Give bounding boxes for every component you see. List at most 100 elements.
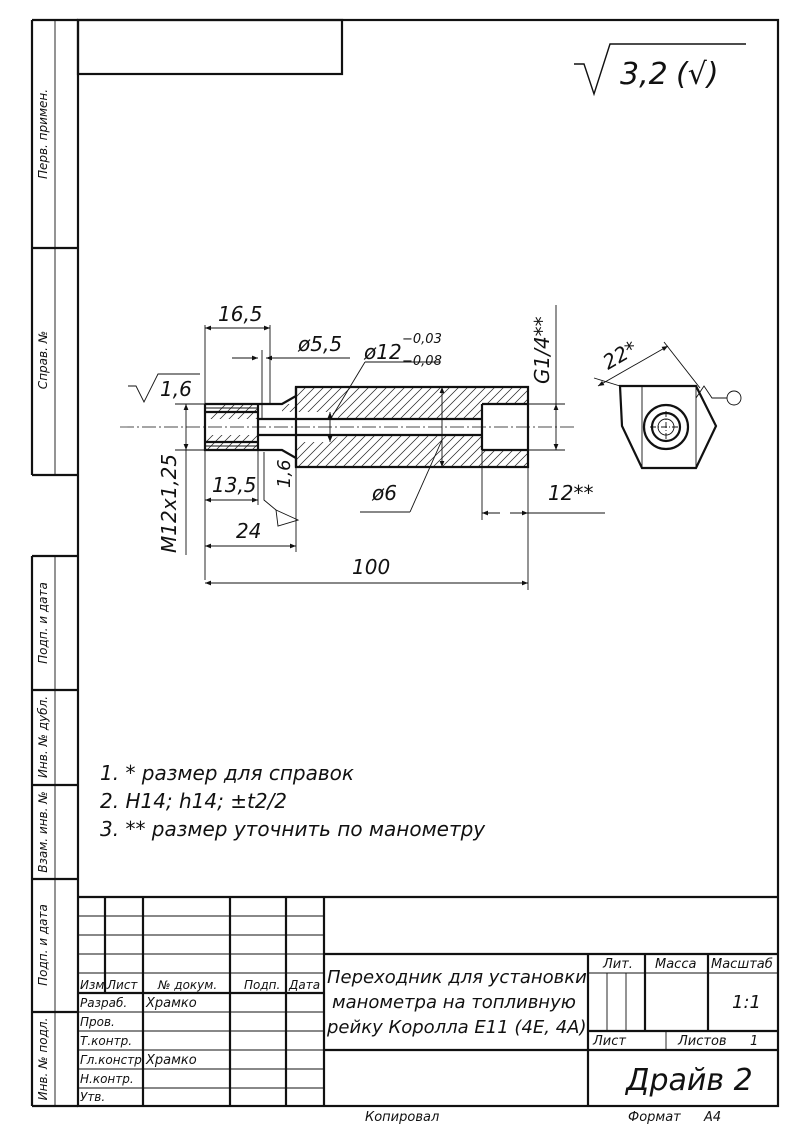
dim-12: 12**: [548, 481, 593, 505]
section-hatch-line: [374, 435, 476, 467]
section-hatch-line: [428, 435, 528, 467]
dim-phi-12-lower: −0,08: [402, 354, 442, 369]
section-hatch-line: [546, 380, 646, 480]
footer-format-value: A4: [703, 1110, 721, 1125]
section-hatch-line: [546, 380, 646, 480]
section-hatch-line: [266, 387, 368, 419]
tb-sheet-label: Лист: [592, 1034, 626, 1049]
section-hatch-line: [437, 435, 528, 467]
section-hatch-line: [221, 387, 323, 419]
roughness-local-value: 1,6: [160, 377, 192, 401]
section-hatch-line: [383, 435, 485, 467]
section-hatch-line: [347, 435, 449, 467]
section-hatch-line: [537, 380, 637, 480]
section-hatch-line: [446, 435, 528, 467]
dim-16-5: 16,5: [218, 302, 263, 326]
tb-massa: Масса: [655, 957, 696, 972]
footer-kopiroval: Копировал: [365, 1110, 439, 1125]
section-hatch-line: [320, 435, 422, 467]
roughness-general-suffix: (√): [676, 57, 719, 92]
section-hatch-line: [582, 380, 682, 480]
section-hatch-line: [509, 435, 528, 467]
section-hatch-line: [564, 380, 664, 480]
section-hatch-line: [419, 387, 521, 419]
section-hatch-line: [564, 380, 664, 480]
section-hatch-line: [401, 435, 503, 467]
section-hatch-line: [491, 435, 528, 467]
section-hatch-line: [482, 435, 528, 467]
tb-row-nkontr: Н.контр.: [80, 1072, 134, 1086]
tb-scale-value: 1:1: [732, 992, 761, 1013]
tb-col-izm: Изм.: [80, 978, 108, 992]
section-hatch-line: [455, 435, 528, 467]
section-hatch-line: [293, 435, 395, 467]
section-hatch-line: [428, 387, 528, 419]
section-hatch-line: [257, 387, 359, 419]
section-hatch-line: [356, 435, 458, 467]
tb-lit: Лит.: [602, 957, 633, 972]
section-hatch-line: [239, 387, 341, 419]
roughness-general: 3,2 (√): [574, 43, 746, 97]
section-hatch-line: [618, 380, 718, 480]
section-hatch-line: [518, 435, 528, 467]
sheet-footer: Копировал Формат A4: [365, 1110, 721, 1125]
side-label-inv-dubl: Инв. № дубл.: [36, 696, 50, 778]
side-label-perv-primen: Перв. примен.: [36, 89, 50, 179]
footer-format-label: Формат: [628, 1110, 681, 1125]
dim-100: 100: [352, 555, 390, 579]
side-label-vzam-inv: Взам. инв. №: [36, 791, 50, 872]
outer-frame: [76, 18, 780, 1108]
section-hatch-line: [618, 380, 718, 480]
dim-phi-12: ø12: [363, 340, 402, 364]
tb-glkonstr-name: Храмко: [145, 1053, 197, 1068]
dim-phi-5-5: ø5,5: [297, 332, 342, 356]
tb-col-no-dokum: № докум.: [157, 978, 217, 992]
section-hatch-line: [419, 435, 521, 467]
section-hatch-line: [284, 387, 386, 419]
section-hatch-line: [347, 387, 449, 419]
note-3: 3. ** размер уточнить по манометру: [100, 817, 486, 841]
side-label-podp-data-1: Подп. и дата: [36, 582, 50, 664]
section-hatch-line: [401, 387, 503, 419]
section-hatch-line: [410, 387, 512, 419]
section-hatch-line: [302, 387, 404, 419]
tb-title-line3: рейку Королла E11 (4E, 4A): [326, 1017, 587, 1038]
tb-row-razrab: Разраб.: [80, 996, 127, 1010]
tb-col-data: Дата: [288, 978, 320, 992]
section-hatch-line: [383, 387, 485, 419]
section-hatch-line: [248, 387, 350, 419]
section-hatch-line: [230, 387, 332, 419]
section-hatch-line: [293, 387, 395, 419]
dim-24: 24: [236, 519, 261, 543]
side-strip: Перв. примен. Справ. № Подп. и дата Инв.…: [30, 18, 78, 1108]
technical-notes: 1. * размер для справок 2. H14; h14; ±t2…: [100, 761, 486, 841]
note-1: 1. * размер для справок: [100, 761, 354, 785]
tb-sheets-value: 1: [750, 1034, 758, 1049]
section-hatch-line: [437, 387, 528, 419]
section-hatch-line: [464, 435, 528, 467]
side-label-podp-data-2: Подп. и дата: [36, 904, 50, 986]
section-hatch-line: [500, 435, 528, 467]
section-hatch-line: [311, 435, 413, 467]
part-section-view: [120, 380, 718, 480]
section-hatch-line: [365, 435, 467, 467]
tb-company: Драйв 2: [624, 1063, 753, 1098]
section-hatch-line: [205, 387, 287, 419]
dim-phi-12-upper: −0,03: [402, 332, 442, 347]
section-hatch-line: [329, 387, 431, 419]
section-hatch-line: [338, 435, 440, 467]
dim-phi-6: ø6: [371, 481, 397, 505]
section-hatch-line: [365, 387, 467, 419]
section-hatch-line: [311, 387, 413, 419]
tb-title-line2: манометра на топливную: [332, 992, 576, 1013]
side-label-inv-podl: Инв. № подл.: [36, 1018, 50, 1101]
tb-sheets-label: Листов: [677, 1034, 727, 1049]
section-hatch-line: [473, 435, 528, 467]
title-block: Изм. Лист № докум. Подп. Дата Разраб. Хр…: [78, 895, 778, 1106]
dim-g14: G1/4**: [530, 316, 554, 384]
section-hatch-line: [329, 435, 431, 467]
tb-row-tkontr: Т.контр.: [80, 1034, 132, 1048]
tb-masshtab: Масштаб: [711, 957, 773, 972]
section-hatch-line: [600, 380, 700, 480]
dimension-lines: 16,5 ø5,5 ø12 −0,03 −0,08 G1/4** M12x1,2…: [128, 302, 605, 590]
